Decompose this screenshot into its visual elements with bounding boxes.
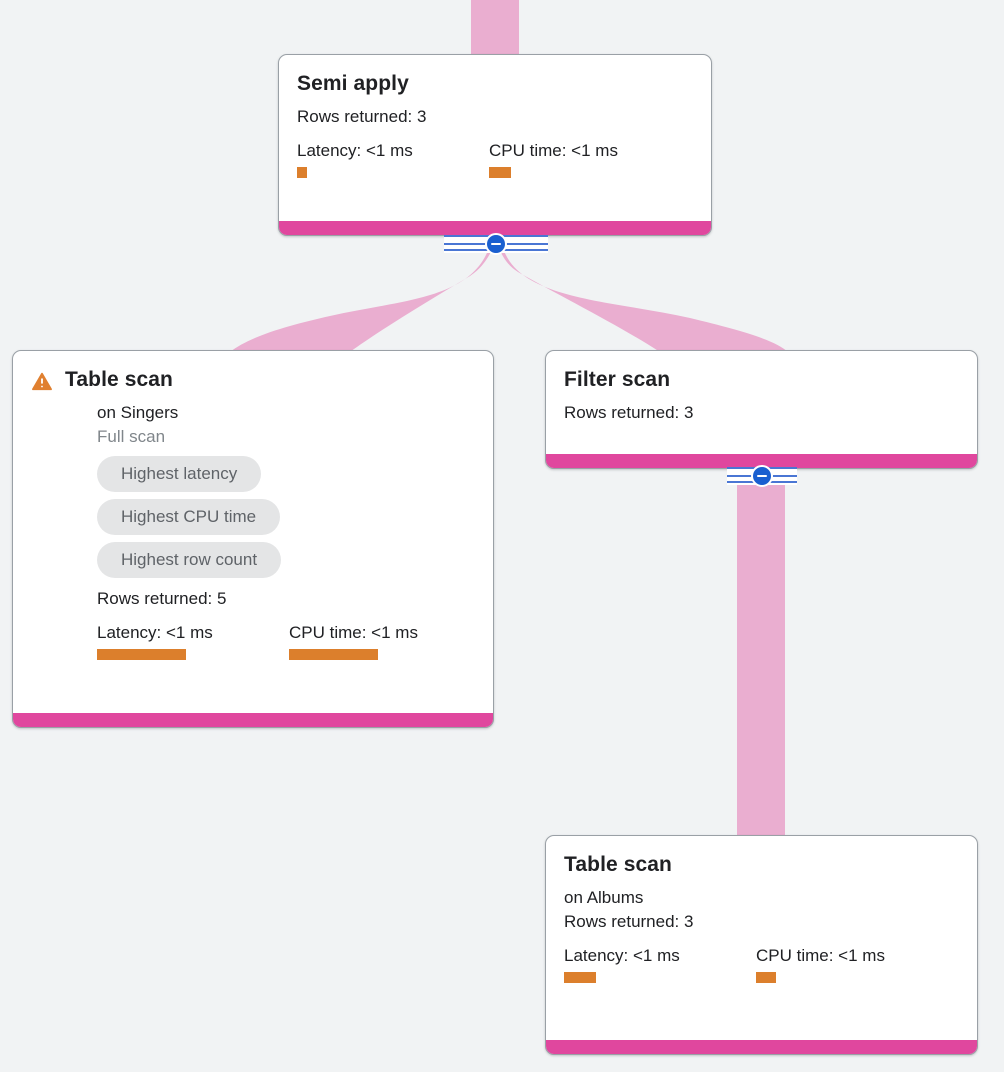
metric-latency-bar [97,649,186,660]
node-accent-footer [546,1040,977,1054]
node-title: Table scan [564,853,672,876]
edge-filter-scan-to-table-scan-albums [737,480,785,840]
metric-latency-label: Latency: <1 ms [297,141,413,160]
metric-cpu-time-label: CPU time: <1 ms [756,946,885,965]
chip-highest-latency[interactable]: Highest latency [97,456,262,492]
rows-returned: Rows returned: 3 [297,107,427,126]
node-body: Semi apply Rows returned: 3 Latency: <1 … [279,55,711,221]
collapse-toggle-filter-scan[interactable] [727,464,797,488]
minus-glyph [757,475,767,477]
plan-node-semi-apply[interactable]: Semi apply Rows returned: 3 Latency: <1 … [278,54,712,236]
node-body: Table scan on Albums Rows returned: 3 La… [546,836,977,1040]
plan-node-table-scan-singers[interactable]: Table scan on Singers Full scan Highest … [12,350,494,728]
rows-returned: Rows returned: 3 [564,912,694,931]
plan-node-filter-scan[interactable]: Filter scan Rows returned: 3 [545,350,978,469]
node-title: Semi apply [297,72,409,95]
node-metrics: Latency: <1 ms CPU time: <1 ms [297,141,693,178]
minus-icon[interactable] [751,465,773,487]
node-header: Semi apply [297,71,693,96]
collapse-toggle-semi-apply[interactable] [444,232,548,256]
node-header: Table scan [564,852,959,877]
metric-cpu-time-label: CPU time: <1 ms [489,141,618,160]
node-metrics: Latency: <1 ms CPU time: <1 ms [564,946,959,983]
chip-highest-row-count[interactable]: Highest row count [97,542,282,578]
metric-latency-label: Latency: <1 ms [97,623,213,642]
node-header: Filter scan [564,367,959,392]
rows-returned: Rows returned: 3 [564,403,694,422]
metric-cpu-time: CPU time: <1 ms [756,946,885,983]
node-accent-footer [279,221,711,235]
scan-type: Full scan [97,427,166,446]
edge-semi-apply-to-filter-scan [499,248,788,352]
metric-cpu-time-bar [756,972,776,983]
metric-latency: Latency: <1 ms [564,946,756,983]
node-metrics: Latency: <1 ms CPU time: <1 ms [97,623,475,660]
minus-icon[interactable] [485,233,507,255]
metric-latency: Latency: <1 ms [297,141,489,178]
node-body: Filter scan Rows returned: 3 [546,351,977,454]
node-accent-footer [13,713,493,727]
node-header: Table scan [31,367,475,392]
node-details: on Singers Full scan Highest latency Hig… [31,401,475,660]
node-body: Table scan on Singers Full scan Highest … [13,351,493,713]
metric-cpu-time: CPU time: <1 ms [489,141,618,178]
on-table: on Albums [564,888,644,907]
metric-latency-bar [564,972,596,983]
edge-root-to-semi-apply [471,0,519,56]
on-table: on Singers [97,403,179,422]
node-title: Table scan [65,368,173,391]
minus-glyph [491,243,501,245]
node-accent-footer [546,454,977,468]
chip-highest-cpu-time[interactable]: Highest CPU time [97,499,281,535]
insight-chips: Highest latency Highest CPU time Highest… [97,456,475,578]
edge-semi-apply-to-table-scan-singers [230,248,493,352]
node-title: Filter scan [564,368,671,391]
plan-node-table-scan-albums[interactable]: Table scan on Albums Rows returned: 3 La… [545,835,978,1055]
warning-triangle-icon [32,372,52,391]
metric-latency-label: Latency: <1 ms [564,946,680,965]
metric-cpu-time-bar [489,167,511,178]
rows-returned: Rows returned: 5 [97,589,227,608]
metric-cpu-time-label: CPU time: <1 ms [289,623,418,642]
metric-latency: Latency: <1 ms [97,623,289,660]
metric-cpu-time-bar [289,649,378,660]
metric-cpu-time: CPU time: <1 ms [289,623,418,660]
metric-latency-bar [297,167,307,178]
